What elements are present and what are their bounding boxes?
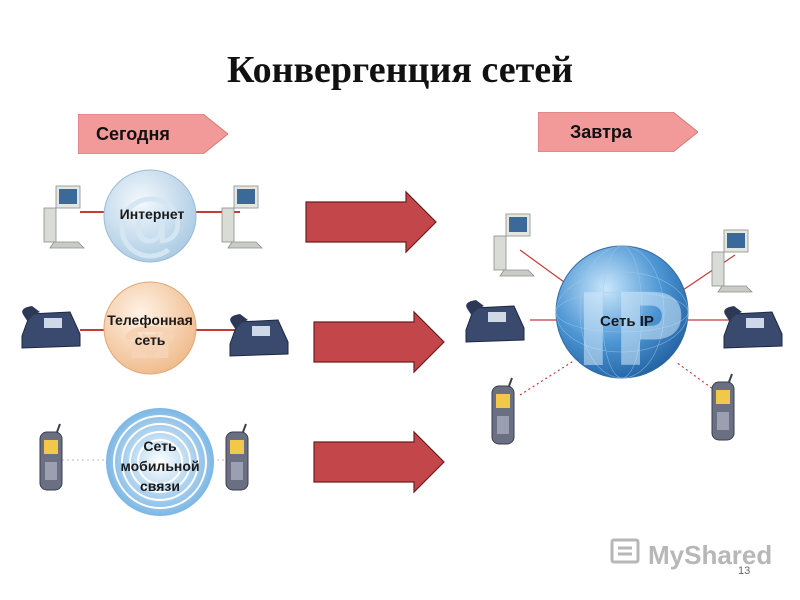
mobile-phone-icon (711, 373, 735, 441)
computer-icon (43, 185, 85, 249)
today-tag: Сегодня (78, 114, 228, 154)
computer-icon (221, 185, 263, 249)
phone-symbol-icon: ☎ (123, 318, 178, 369)
mobile-label-line: мобильной (120, 458, 200, 474)
computer-icon (493, 213, 535, 277)
mobile-label: Сеть мобильной связи (100, 436, 220, 496)
desk-phone-icon (21, 305, 81, 349)
ip-logo-icon: IP (575, 272, 686, 389)
desk-phone-icon (465, 299, 525, 343)
mobile-network-circle (106, 408, 214, 516)
page-number: 13 (738, 565, 751, 577)
mobile-phone-icon (39, 423, 63, 491)
tomorrow-tag: Завтра (538, 112, 698, 152)
tomorrow-label: Завтра (570, 122, 632, 142)
telephone-label-line: Телефонная (107, 312, 193, 328)
at-symbol-icon: @ (115, 181, 185, 263)
watermark-text: MyShared (648, 540, 773, 570)
myshared-logo-icon (610, 538, 640, 564)
tag-arrow-shape (78, 114, 228, 154)
right-arrow-icon (313, 431, 445, 493)
telephone-label: Телефонная сеть (80, 310, 220, 350)
today-label: Сегодня (96, 124, 170, 144)
mobile-phone-icon (491, 377, 515, 445)
right-arrow-icon (305, 191, 437, 253)
desk-phone-icon (723, 305, 783, 349)
internet-network-circle (103, 169, 197, 263)
tag-arrow-shape (538, 112, 698, 152)
mobile-label-line: связи (140, 478, 180, 494)
computer-icon (711, 229, 753, 293)
sphere-grid (555, 245, 689, 379)
slide-title: Конвергенция сетей (226, 49, 574, 91)
mobile-label-line: Сеть (143, 438, 177, 454)
telephone-label-line: сеть (134, 332, 166, 348)
right-arrow-icon (313, 311, 445, 373)
ip-network-label: Сеть IP (600, 313, 654, 330)
telephone-network-circle (103, 281, 197, 375)
mobile-phone-icon (225, 423, 249, 491)
internet-label: Интернет (119, 206, 185, 222)
desk-phone-icon (229, 313, 289, 357)
